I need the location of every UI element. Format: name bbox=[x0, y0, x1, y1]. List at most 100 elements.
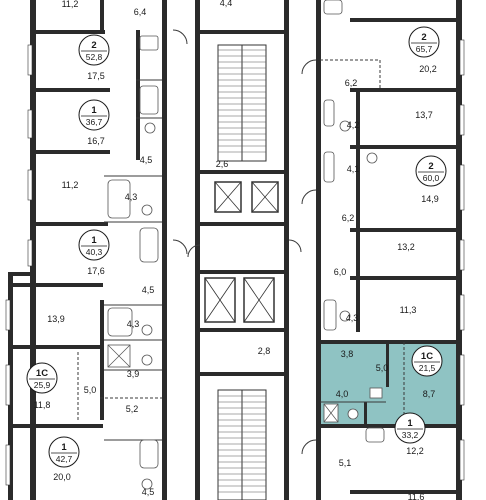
svg-text:65,7: 65,7 bbox=[416, 44, 433, 54]
room-area-label: 5,0 bbox=[376, 363, 389, 373]
room-area-label: 4,5 bbox=[142, 487, 155, 497]
bathtub-icon bbox=[107, 307, 133, 337]
room-area-label: 2,8 bbox=[258, 346, 271, 356]
room-area-label: 4,5 bbox=[142, 285, 155, 295]
svg-text:1С: 1С bbox=[36, 368, 48, 379]
room-area-label: 3,9 bbox=[127, 369, 140, 379]
room-area-label: 4,3 bbox=[346, 313, 359, 323]
door-swing bbox=[172, 239, 188, 255]
apartment-badge[interactable]: 1 33,2 bbox=[394, 412, 426, 444]
toilet-icon bbox=[144, 122, 156, 134]
room-area-label: 11,8 bbox=[34, 400, 51, 410]
apartment-badge[interactable]: 2 52,8 bbox=[78, 34, 110, 66]
elevator-icon bbox=[243, 277, 275, 323]
svg-text:40,3: 40,3 bbox=[86, 247, 103, 257]
apartment-badge-selected[interactable]: 1С 21,5 bbox=[411, 345, 443, 377]
room-area-label: 6,2 bbox=[342, 213, 355, 223]
room-area-label: 17,6 bbox=[87, 266, 105, 276]
room-area-label: 13,2 bbox=[397, 242, 415, 252]
room-area-label: 12,2 bbox=[406, 446, 424, 456]
room-area-label: 4,3 bbox=[125, 192, 138, 202]
toilet-icon bbox=[339, 120, 351, 132]
bathtub-icon bbox=[139, 227, 159, 263]
room-area-label: 14,9 bbox=[421, 194, 439, 204]
room-area-label: 5,0 bbox=[84, 385, 97, 395]
room-area-label: 16,7 bbox=[87, 136, 105, 146]
svg-text:1: 1 bbox=[91, 105, 97, 116]
room-area-label: 4,2 bbox=[347, 120, 360, 130]
toilet-icon bbox=[347, 408, 359, 420]
room-area-label: 4,3 bbox=[127, 319, 140, 329]
room-area-label: 20,2 bbox=[419, 64, 437, 74]
apartment-badge[interactable]: 1 42,7 bbox=[48, 436, 80, 468]
bathtub-icon bbox=[107, 179, 131, 219]
bathtub-icon bbox=[323, 99, 335, 127]
bathtub-icon bbox=[139, 439, 159, 469]
room-area-label: 3,8 bbox=[341, 349, 354, 359]
room-area-label: 11,3 bbox=[400, 305, 417, 315]
room-area-label: 6,0 bbox=[334, 267, 347, 277]
room-area-label: 11,2 bbox=[62, 0, 79, 9]
room-area-label: 6,4 bbox=[134, 7, 147, 17]
svg-text:52,8: 52,8 bbox=[86, 52, 103, 62]
room-area-label: 5,2 bbox=[126, 404, 139, 414]
svg-text:1: 1 bbox=[91, 235, 97, 246]
room-area-label: 2,6 bbox=[216, 159, 229, 169]
room-area-label: 20,0 bbox=[53, 472, 71, 482]
svg-text:1: 1 bbox=[61, 442, 67, 453]
door-swing bbox=[301, 59, 317, 75]
room-area-label: 13,9 bbox=[47, 314, 65, 324]
svg-text:1С: 1С bbox=[421, 351, 433, 362]
room-area-label: 17,5 bbox=[87, 71, 105, 81]
room-area-label: 4,1 bbox=[347, 164, 360, 174]
room-area-label: 4,5 bbox=[140, 155, 153, 165]
svg-text:25,9: 25,9 bbox=[34, 380, 51, 390]
elevator-icon bbox=[214, 181, 242, 213]
room-area-label: 13,7 bbox=[415, 110, 433, 120]
door-swing bbox=[301, 439, 317, 455]
room-area-label: 4,0 bbox=[336, 389, 349, 399]
room-area-label: 11,6 bbox=[408, 492, 425, 500]
svg-text:21,5: 21,5 bbox=[419, 363, 436, 373]
svg-text:2: 2 bbox=[428, 161, 433, 172]
door-swing bbox=[187, 244, 201, 258]
bathtub-icon bbox=[139, 35, 159, 51]
sink-icon bbox=[369, 387, 383, 399]
svg-text:42,7: 42,7 bbox=[56, 454, 73, 464]
toilet-icon bbox=[141, 354, 153, 366]
svg-text:1: 1 bbox=[407, 418, 413, 429]
svg-text:33,2: 33,2 bbox=[402, 430, 419, 440]
toilet-icon bbox=[366, 152, 378, 164]
room-area-label: 5,1 bbox=[339, 458, 352, 468]
toilet-icon bbox=[141, 324, 153, 336]
bathtub-icon bbox=[365, 427, 385, 443]
room-area-label: 4,4 bbox=[220, 0, 233, 8]
door-swing bbox=[301, 189, 317, 205]
bathtub-icon bbox=[323, 0, 343, 15]
staircase-upper bbox=[217, 44, 267, 162]
staircase-lower bbox=[217, 389, 267, 500]
apartment-badge[interactable]: 2 65,7 bbox=[408, 26, 440, 58]
svg-text:60,0: 60,0 bbox=[423, 173, 440, 183]
door-swing bbox=[172, 29, 188, 45]
svg-text:2: 2 bbox=[91, 40, 96, 51]
toilet-icon bbox=[339, 310, 351, 322]
svg-text:36,7: 36,7 bbox=[86, 117, 103, 127]
apartment-badge[interactable]: 1 36,7 bbox=[78, 99, 110, 131]
bathtub-icon bbox=[323, 151, 335, 183]
room-area-label: 8,7 bbox=[423, 389, 436, 399]
door-swing bbox=[288, 239, 302, 253]
room-area-label: 6,2 bbox=[345, 78, 358, 88]
toilet-icon bbox=[141, 204, 153, 216]
apartment-badge[interactable]: 1С 25,9 bbox=[26, 362, 58, 394]
elevator-icon bbox=[204, 277, 236, 323]
apartment-badge[interactable]: 1 40,3 bbox=[78, 229, 110, 261]
bathtub-icon bbox=[323, 299, 337, 331]
bathtub-icon bbox=[139, 85, 159, 115]
toilet-icon bbox=[141, 478, 153, 490]
room-area-label: 11,2 bbox=[62, 180, 79, 190]
svg-text:2: 2 bbox=[421, 32, 426, 43]
apartment-badge[interactable]: 2 60,0 bbox=[415, 155, 447, 187]
elevator-icon bbox=[251, 181, 279, 213]
